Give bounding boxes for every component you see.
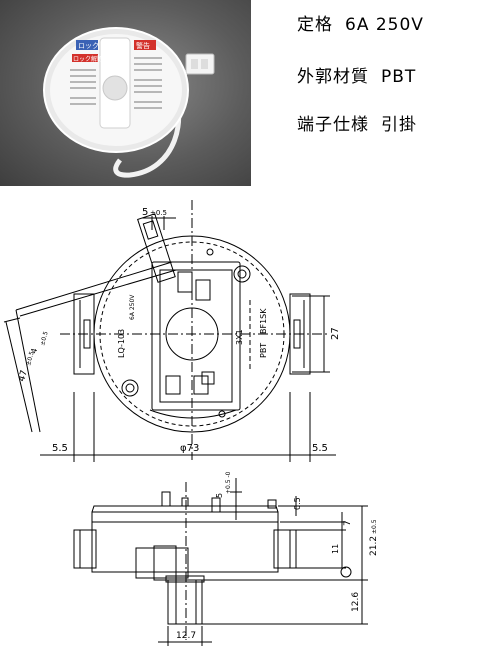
connector-pin xyxy=(191,59,198,69)
dim-angle-small: 4 xyxy=(29,347,39,354)
dim-total-height: 21.2 xyxy=(369,536,379,556)
adapter-photo-illustration: ロック 警告 ロック解除 xyxy=(43,27,215,178)
side-view-dimensions xyxy=(158,478,368,646)
dim-inner: 11 xyxy=(331,544,340,554)
spec-label: 外郭材質 xyxy=(297,67,369,87)
dim-step: 7 xyxy=(343,520,353,526)
dim-arm-tol: ±0.5 xyxy=(25,350,36,366)
warning-tag xyxy=(134,40,156,50)
arm-projection xyxy=(15,261,173,311)
outer-circle xyxy=(93,235,291,433)
lock-tag-text: ロック xyxy=(78,42,99,50)
spec-terminal: 端子仕様引掛 xyxy=(297,110,417,135)
spec-value: 引掛 xyxy=(381,115,417,135)
top-view-dimensions xyxy=(3,216,336,462)
lock-release-text: ロック解除 xyxy=(73,55,103,63)
dim-pin-top: 5 xyxy=(215,493,224,498)
dim-left-offset: 5.5 xyxy=(52,443,68,454)
marking-code: 3X1 xyxy=(235,329,244,345)
spec-label: 定格 xyxy=(297,15,333,35)
spec-label: 端子仕様 xyxy=(297,115,369,135)
dim-stem-width: 12.7 xyxy=(176,631,196,641)
dim-clip-tol: ±0.5 xyxy=(150,209,167,217)
marking-model: LQ-103 xyxy=(117,329,126,358)
dim-clip-width: 5 xyxy=(142,207,148,218)
side-right-tab xyxy=(273,529,297,569)
terminal-slot xyxy=(165,375,181,395)
terminal-slot xyxy=(177,271,193,293)
side-body xyxy=(91,511,279,573)
connector-pin xyxy=(201,59,208,69)
terminal-slot xyxy=(201,371,215,385)
dim-arm-length: 47 xyxy=(17,369,30,383)
side-left-tab xyxy=(73,529,97,569)
product-photo: ロック 警告 ロック解除 xyxy=(0,0,251,186)
adapter-center-hole xyxy=(102,75,128,101)
spec-material: 外郭材質 PBT xyxy=(297,62,416,87)
spec-value: PBT xyxy=(381,67,417,87)
top-view xyxy=(15,200,330,460)
inner-frame xyxy=(159,269,233,403)
inner-circle xyxy=(99,241,285,427)
dim-stem-height: 12.6 xyxy=(351,592,361,612)
dim-angle-small-tol: ±0.5 xyxy=(39,330,50,346)
marking-rating: 6A 250V xyxy=(129,294,136,320)
clip-arm xyxy=(137,213,176,283)
bottom-slot xyxy=(149,409,237,419)
side-inner-block xyxy=(135,547,189,579)
side-stem xyxy=(167,579,203,625)
side-view xyxy=(73,482,352,640)
marking-variant: BF1SK xyxy=(259,308,268,334)
dim-right-offset: 5.5 xyxy=(312,443,328,454)
lock-tag xyxy=(76,40,98,50)
dim-diameter: φ73 xyxy=(180,443,199,454)
fine-print xyxy=(70,57,162,109)
dim-pin-tol: +0.5 -0 xyxy=(225,471,232,494)
left-tab xyxy=(73,293,95,375)
center-hole xyxy=(165,307,219,361)
dim-lip: 0.5 xyxy=(293,497,302,510)
right-tab xyxy=(289,293,311,375)
terminal-slot xyxy=(195,279,211,301)
dim-height-right: 27 xyxy=(330,327,341,340)
warning-tag-text: 警告 xyxy=(136,41,150,50)
marking-material: PBT xyxy=(259,343,268,358)
lock-release-tag xyxy=(72,54,98,62)
terminal-slot xyxy=(193,375,209,395)
spec-value: 6A 250V xyxy=(345,15,424,35)
connector-plug xyxy=(185,53,215,75)
spec-rating: 定格 6A 250V xyxy=(297,10,424,35)
dim-total-tol: ±0.5 xyxy=(371,519,378,534)
main-frame xyxy=(151,261,241,411)
